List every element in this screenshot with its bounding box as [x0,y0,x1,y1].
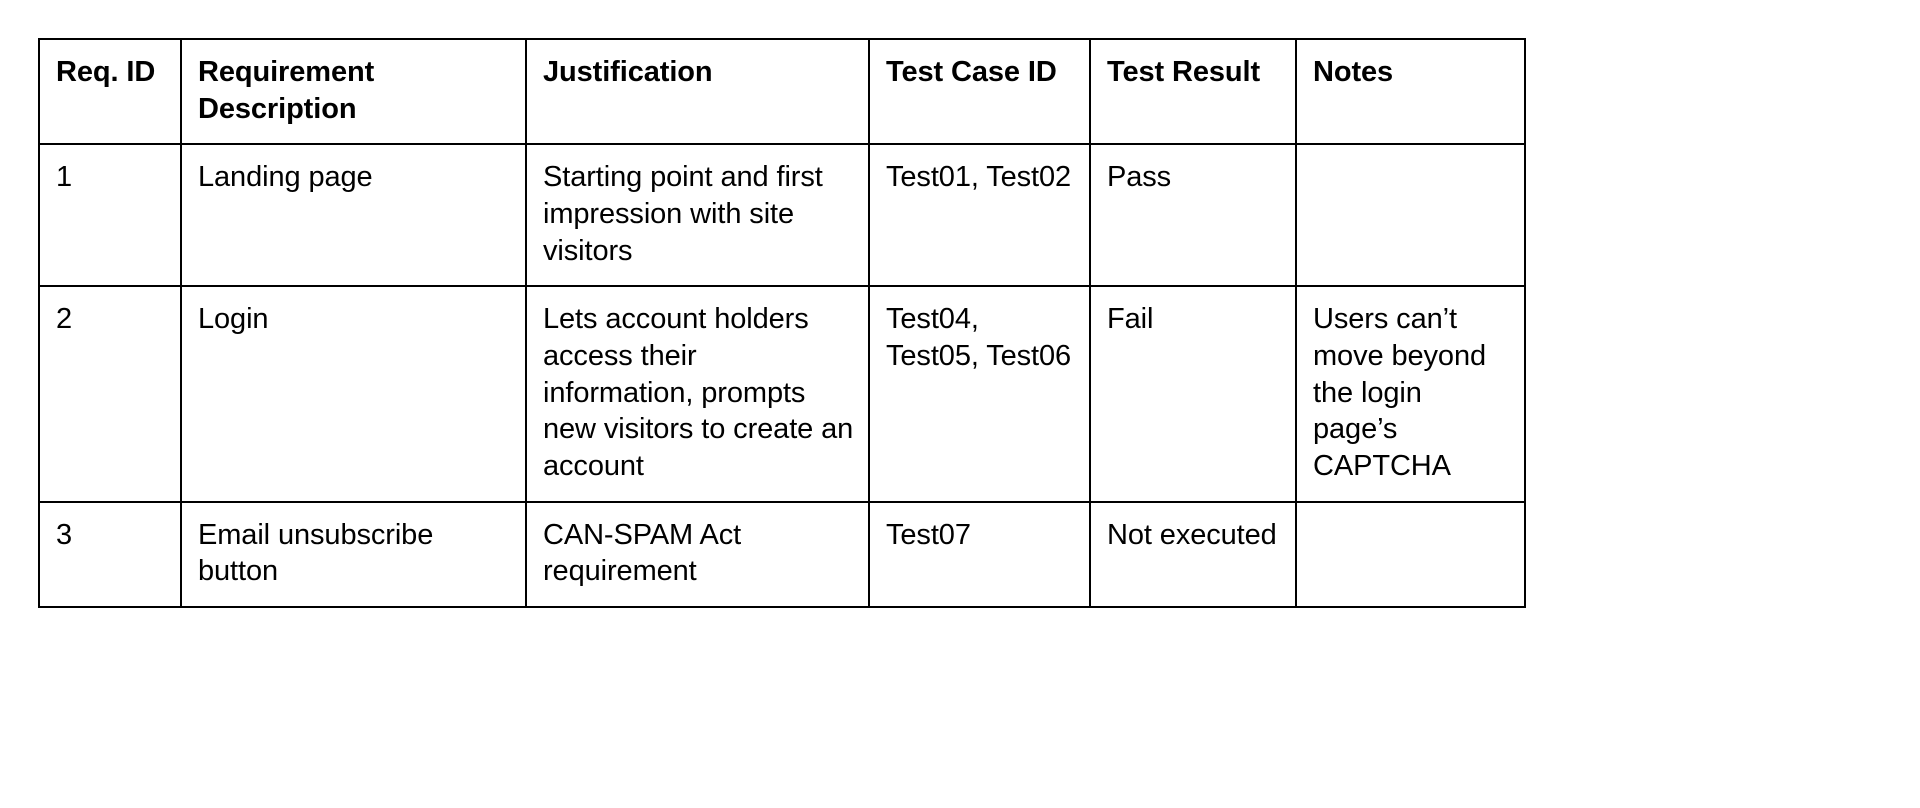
cell-requirement-description-value: Email unsubscribe button [198,518,434,588]
column-header-justification-label: Justification [543,56,713,88]
cell-test-case-id-value: Test07 [886,518,971,551]
table-row: 2 Login Lets account holders access thei… [38,285,1526,503]
cell-test-case-id: Test01, Test02 [868,143,1091,288]
cell-notes: Users can’t move beyond the login page’s… [1295,285,1526,503]
cell-requirement-description-value: Landing page [198,161,373,194]
cell-requirement-description-value: Login [198,303,269,336]
column-header-justification: Justification [525,37,870,146]
cell-justification-value: Lets account holders access their inform… [543,303,854,483]
column-header-test-case-id: Test Case ID [868,37,1091,146]
cell-notes-value [1313,517,1510,518]
cell-justification: Lets account holders access their inform… [525,285,870,503]
cell-requirement-description: Landing page [180,143,527,288]
cell-test-result: Pass [1089,143,1297,288]
cell-requirement-description: Email unsubscribe button [180,500,527,609]
cell-justification: CAN-SPAM Act requirement [525,500,870,609]
cell-req-id: 3 [38,500,182,609]
cell-justification: Starting point and first impression with… [525,143,870,288]
cell-test-case-id: Test04, Test05, Test06 [868,285,1091,503]
cell-test-result-value: Not executed [1107,518,1277,551]
table-header: Req. ID Requirement Description Justific… [38,37,1526,146]
column-header-notes: Notes [1295,37,1526,146]
cell-req-id-value: 1 [56,161,73,194]
table-row: 1 Landing page Starting point and first … [38,143,1526,288]
requirements-traceability-table: Req. ID Requirement Description Justific… [38,37,1526,609]
cell-notes-value [1313,159,1510,160]
column-header-req-id-label: Req. ID [56,56,156,88]
table-row: 3 Email unsubscribe button CAN-SPAM Act … [38,500,1526,609]
cell-req-id-value: 3 [56,518,73,551]
cell-notes [1295,143,1526,288]
cell-req-id-value: 2 [56,303,73,336]
cell-requirement-description: Login [180,285,527,503]
column-header-req-id: Req. ID [38,37,182,146]
cell-test-case-id-value: Test04, Test05, Test06 [886,303,1072,373]
column-header-notes-label: Notes [1313,56,1394,88]
column-header-test-case-id-label: Test Case ID [886,56,1057,88]
cell-req-id: 1 [38,143,182,288]
requirements-table-container: Req. ID Requirement Description Justific… [38,37,1526,609]
table-body: 1 Landing page Starting point and first … [38,143,1526,609]
cell-justification-value: CAN-SPAM Act requirement [543,518,742,588]
column-header-requirement-description: Requirement Description [180,37,527,146]
cell-notes [1295,500,1526,609]
cell-test-result: Fail [1089,285,1297,503]
cell-test-case-id: Test07 [868,500,1091,609]
column-header-test-result: Test Result [1089,37,1297,146]
cell-test-result-value: Fail [1107,303,1154,336]
cell-notes-value: Users can’t move beyond the login page’s… [1313,303,1487,483]
cell-test-result: Not executed [1089,500,1297,609]
cell-req-id: 2 [38,285,182,503]
table-header-row: Req. ID Requirement Description Justific… [38,37,1526,146]
column-header-test-result-label: Test Result [1107,56,1261,88]
cell-test-result-value: Pass [1107,161,1172,194]
cell-test-case-id-value: Test01, Test02 [886,161,1072,194]
column-header-requirement-description-label: Requirement Description [198,56,375,125]
cell-justification-value: Starting point and first impression with… [543,161,823,267]
